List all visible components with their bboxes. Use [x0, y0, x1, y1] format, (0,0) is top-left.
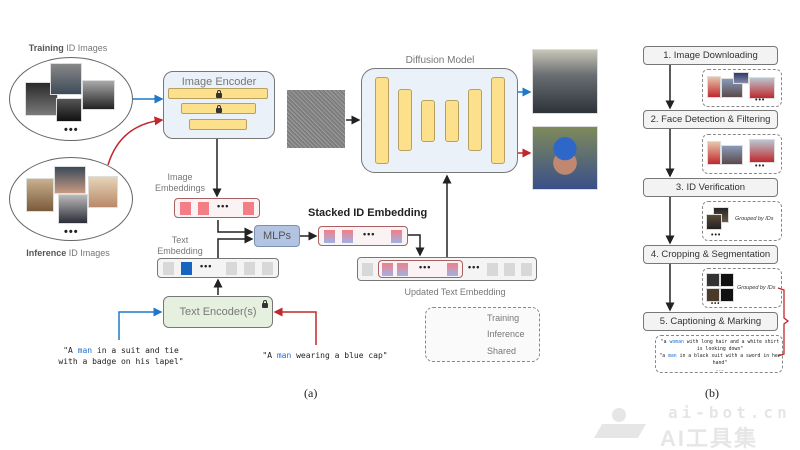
unet-block [398, 89, 412, 151]
inference-photo [88, 176, 118, 208]
training-output-image [532, 49, 598, 114]
encoder-layer [189, 119, 247, 130]
image-encoder-title: Image Encoder [181, 76, 257, 88]
inference-images-label: Inference ID Images [26, 248, 110, 258]
image-embeddings-bar: ••• [174, 198, 260, 218]
text-encoder: Text Encoder(s) [163, 296, 273, 328]
training-photo [56, 98, 82, 122]
step-cropping-segmentation: 4. Cropping & Segmentation [643, 245, 778, 264]
inference-photo [54, 166, 86, 194]
arrow-stacked-to-updated [408, 234, 425, 257]
watermark-logo-icon [593, 408, 648, 444]
identity-token-cell [181, 262, 192, 275]
noise-image [287, 90, 345, 148]
lock-icon [262, 300, 268, 308]
diffusion-model [361, 68, 518, 173]
inference-prompt: "A man wearing a blue cap" [262, 351, 388, 360]
unet-block [491, 77, 505, 164]
lock-icon [216, 90, 222, 98]
step-id-verification: 3. ID Verification [643, 178, 778, 197]
arrow-training-prompt [118, 307, 163, 340]
lock-icon [216, 105, 222, 113]
training-photo [82, 80, 115, 110]
embedding-cell [198, 202, 209, 215]
inference-photo [58, 194, 88, 224]
inference-images-group: ••• [9, 157, 133, 241]
legend-shared: Shared [487, 346, 517, 356]
training-images-label: Training ID Images [28, 43, 108, 53]
more-dots: ••• [64, 124, 79, 136]
unet-block [445, 100, 459, 142]
training-images-group: ••• [9, 57, 133, 141]
segmented-box: ••• Grouped by IDs [702, 268, 782, 308]
watermark-brand: AI工具集 [660, 426, 759, 450]
embedding-cell [180, 202, 191, 215]
downloaded-images-box: ••• [702, 69, 782, 107]
unet-block [375, 77, 389, 164]
stacked-id-bar: ••• [318, 226, 408, 246]
unet-block [468, 89, 482, 151]
text-encoder-label: Text Encoder(s) [179, 306, 257, 318]
step-image-downloading: 1. Image Downloading [643, 46, 778, 65]
grouped-ids-box: ••• Grouped by IDs [702, 201, 782, 241]
mlps-block: MLPs [254, 225, 300, 247]
embedding-cell [243, 202, 254, 215]
panel-a-label: (a) [304, 386, 318, 400]
step-face-detection: 2. Face Detection & Filtering [643, 110, 778, 129]
text-embedding-bar: ••• [157, 258, 279, 278]
inference-photo [26, 178, 54, 212]
inserted-id-segment: ••• [378, 260, 463, 278]
legend [425, 307, 540, 362]
arrow-image-emb-to-mlps [217, 220, 254, 237]
arrow-inference-prompt [273, 307, 317, 345]
stacked-id-label: Stacked ID Embedding [308, 207, 428, 219]
updated-text-embedding-bar: ••• ••• [357, 257, 537, 281]
image-encoder: Image Encoder [163, 71, 275, 139]
updated-text-embedding-label: Updated Text Embedding [404, 287, 506, 297]
more-dots: ••• [64, 226, 79, 238]
step-captioning-marking: 5. Captioning & Marking [643, 312, 778, 331]
detected-faces-box: ••• [702, 134, 782, 174]
inference-output-image [532, 126, 598, 190]
unet-block [421, 100, 435, 142]
legend-inference: Inference [487, 329, 525, 339]
watermark-url: ai-bot.cn [668, 403, 791, 422]
arrow-text-emb-to-mlps [217, 234, 254, 258]
training-photo [50, 63, 82, 95]
encoder-layer [168, 88, 268, 99]
panel-b-label: (b) [705, 386, 719, 400]
legend-training: Training [487, 313, 520, 323]
encoder-layer [181, 103, 256, 114]
captions-box: "a woman with long hair and a white shir… [655, 335, 783, 373]
diffusion-model-title: Diffusion Model [405, 55, 475, 66]
